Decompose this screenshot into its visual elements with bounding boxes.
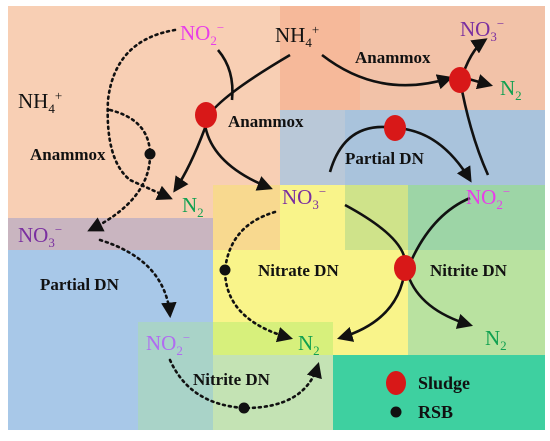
dotted-nitrate-dn	[223, 210, 294, 343]
arrow-anammox-to-n2	[173, 127, 207, 193]
region-anammox-left	[8, 6, 280, 218]
label-nitrite-dn-right: Nitrite DN	[430, 261, 508, 280]
legend-sludge-label: Sludge	[418, 373, 470, 393]
species-n2-bottomright: N2	[485, 326, 507, 353]
rsb-marker-anammox	[144, 148, 156, 160]
arrow-nitrite-dn-to-n2	[406, 274, 473, 329]
species-no3-topright: NO3−	[460, 16, 504, 44]
arrow-no2-to-nitrite-dn	[406, 196, 471, 269]
region-legend	[333, 355, 545, 430]
rsb-marker-nitrite-dn	[238, 402, 250, 414]
species-nh4-left: NH4+	[18, 88, 62, 116]
label-anammox-left: Anammox	[30, 145, 106, 164]
sludge-markers	[195, 67, 471, 281]
species-labels: NO2− NH4+ NO3− N2 NH4+ N2 NO3− NO2− NO3−…	[18, 16, 522, 358]
label-anammox-top: Anammox	[355, 48, 431, 67]
species-n2-topright: N2	[500, 76, 522, 103]
rsb-markers	[144, 148, 250, 414]
species-no3-center: NO3−	[282, 184, 326, 212]
species-n2-bottom: N2	[298, 331, 320, 358]
process-labels: Anammox Anammox Anammox Partial DN Parti…	[30, 48, 508, 389]
species-no3-left: NO3−	[18, 222, 62, 250]
arrow-anammox-top	[321, 53, 453, 90]
arrow-no2-into-anammox	[217, 49, 234, 101]
dotted-partial-dn	[98, 238, 177, 319]
label-anammox-center: Anammox	[228, 112, 304, 131]
legend: Sludge RSB	[386, 371, 470, 422]
species-nh4-top: NH4+	[275, 22, 319, 50]
sludge-marker-partial-dn	[384, 115, 406, 141]
label-nitrite-dn-bottom: Nitrite DN	[193, 370, 271, 389]
species-no2-bottomleft: NO2−	[146, 330, 190, 358]
dotted-no2-to-n2	[106, 28, 177, 200]
sludge-marker-anammox-top	[449, 67, 471, 93]
legend-sludge-swatch	[386, 371, 406, 395]
legend-rsb-swatch	[390, 406, 402, 418]
legend-rsb-label: RSB	[418, 402, 453, 422]
species-no2-right: NO2−	[466, 184, 510, 212]
label-partial-dn-left: Partial DN	[40, 275, 120, 294]
label-partial-dn-top: Partial DN	[345, 149, 425, 168]
species-no2-top: NO2−	[180, 20, 224, 48]
sludge-marker-nitrate-dn	[394, 255, 416, 281]
label-nitrate-dn: Nitrate DN	[258, 261, 339, 280]
rsb-marker-nitrate-dn	[219, 264, 231, 276]
species-n2-mid: N2	[182, 193, 204, 220]
sludge-marker-anammox-center	[195, 102, 217, 128]
